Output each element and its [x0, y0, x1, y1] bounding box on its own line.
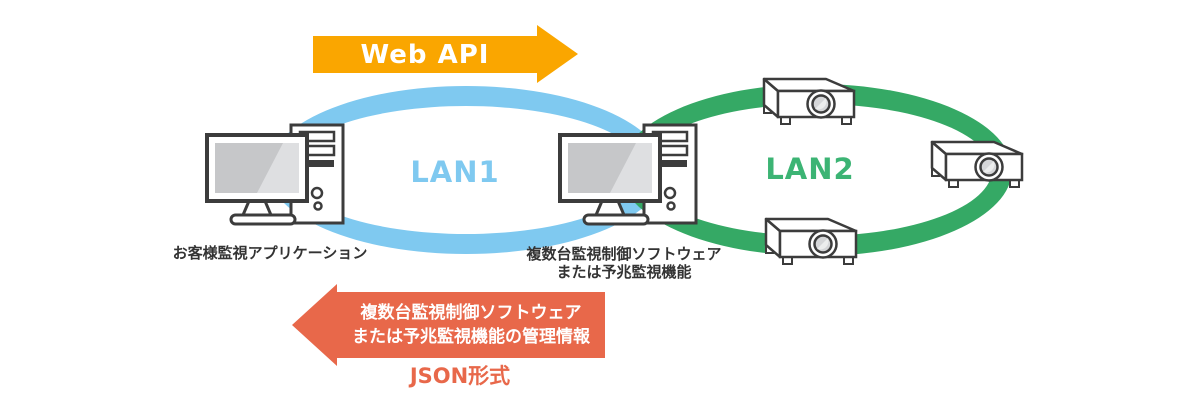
response-arrowhead-icon: [292, 284, 337, 366]
computer-icon: [205, 123, 345, 226]
monitor-software-caption-line1: 複数台監視制御ソフトウェア: [526, 245, 722, 263]
computer-icon: [558, 123, 698, 226]
monitor-software-caption: 複数台監視制御ソフトウェア または予兆監視機能: [514, 245, 734, 281]
customer-app-caption: お客様監視アプリケーション: [172, 244, 368, 262]
json-format-label: JSON形式: [409, 364, 511, 388]
web-api-arrow-body: Web API: [313, 36, 537, 73]
monitor-software-caption-line2: または予兆監視機能: [556, 262, 692, 281]
lan1-label: LAN1: [410, 155, 500, 189]
web-api-arrowhead-icon: [537, 25, 578, 83]
lan2-label: LAN2: [765, 152, 855, 186]
projector-icon: [762, 77, 856, 125]
web-api-label: Web API: [360, 39, 490, 70]
response-arrow-body: 複数台監視制御ソフトウェア または予兆監視機能の管理情報: [337, 292, 605, 358]
response-arrow-line2: または予兆監視機能の管理情報: [352, 327, 590, 347]
response-arrow-line1: 複数台監視制御ソフトウェア: [360, 303, 582, 323]
projector-icon: [930, 140, 1024, 188]
projector-icon: [764, 217, 858, 265]
